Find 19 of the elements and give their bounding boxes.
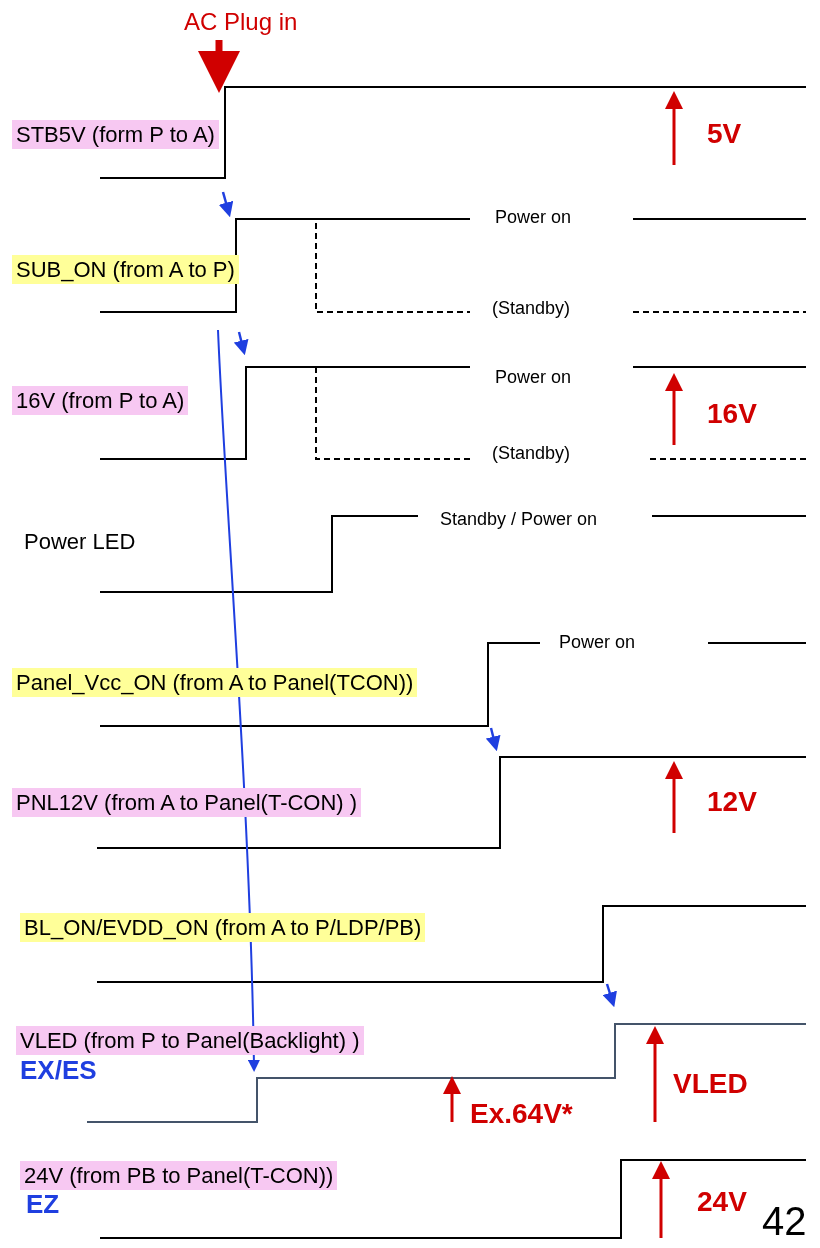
voltage-label: 24V bbox=[697, 1186, 747, 1219]
signal-name: BL_ON/EVDD_ON (from A to P/LDP/PB) bbox=[20, 913, 426, 943]
signal-name: Panel_Vcc_ON (from A to Panel(TCON)) bbox=[12, 668, 418, 698]
voltage-label: 12V bbox=[707, 786, 757, 819]
event-label: AC Plug in bbox=[184, 8, 298, 36]
voltage-label: 5V bbox=[707, 118, 742, 151]
voltage-label: 16V bbox=[707, 398, 757, 431]
voltage-label: Ex.64V* bbox=[470, 1098, 573, 1131]
signal-name: STB5V (form P to A) bbox=[12, 120, 219, 150]
voltage-label: VLED bbox=[673, 1068, 748, 1101]
signal-name: VLED (from P to Panel(Backlight) ) bbox=[16, 1026, 364, 1056]
variant-label: EZ bbox=[26, 1190, 60, 1220]
variant-label: EX/ES bbox=[20, 1056, 97, 1086]
signal-name: Power LED bbox=[23, 528, 137, 556]
signal-name: PNL12V (from A to Panel(T-CON) ) bbox=[12, 788, 362, 818]
signal-name: SUB_ON (from A to P) bbox=[12, 255, 239, 285]
signal-name: 24V (from PB to Panel(T-CON)) bbox=[20, 1161, 338, 1191]
signal-name: 16V (from P to A) bbox=[12, 386, 189, 416]
page-number: 42 bbox=[762, 1198, 807, 1244]
